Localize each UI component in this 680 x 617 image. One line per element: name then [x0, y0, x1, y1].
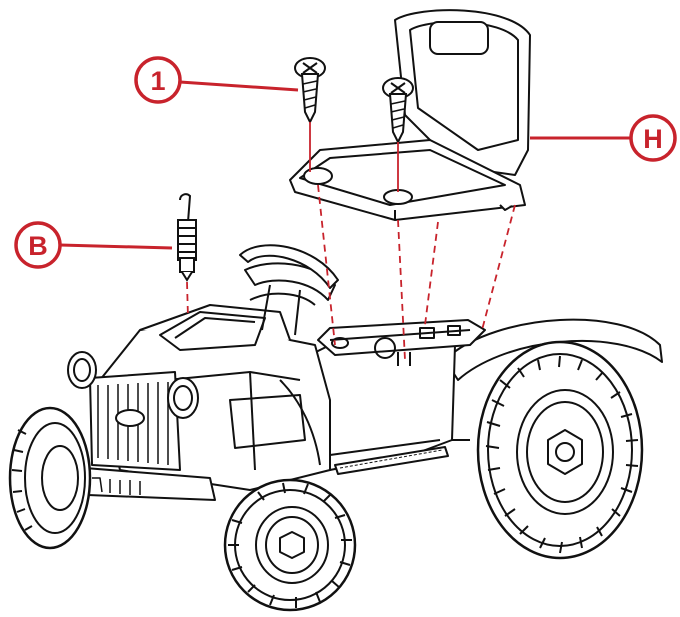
- seat-icon: [289, 9, 531, 221]
- tractor-icon: [8, 244, 663, 612]
- exhaust-pipe-icon: [177, 193, 197, 282]
- alignment-guides: [186, 122, 516, 361]
- callout-screw: 1: [134, 56, 299, 104]
- callout-label-seat: H: [643, 124, 663, 154]
- front-right-wheel: [223, 478, 357, 612]
- screw-icon-2: [382, 77, 414, 145]
- callout-seat: H: [530, 114, 677, 162]
- callout-label-exhaust: B: [28, 231, 48, 261]
- callout-exhaust: B: [14, 221, 173, 269]
- front-left-wheel: [8, 406, 92, 550]
- callout-label-screw: 1: [150, 66, 165, 96]
- screw-icon: [294, 57, 326, 125]
- rear-wheel: [476, 340, 644, 560]
